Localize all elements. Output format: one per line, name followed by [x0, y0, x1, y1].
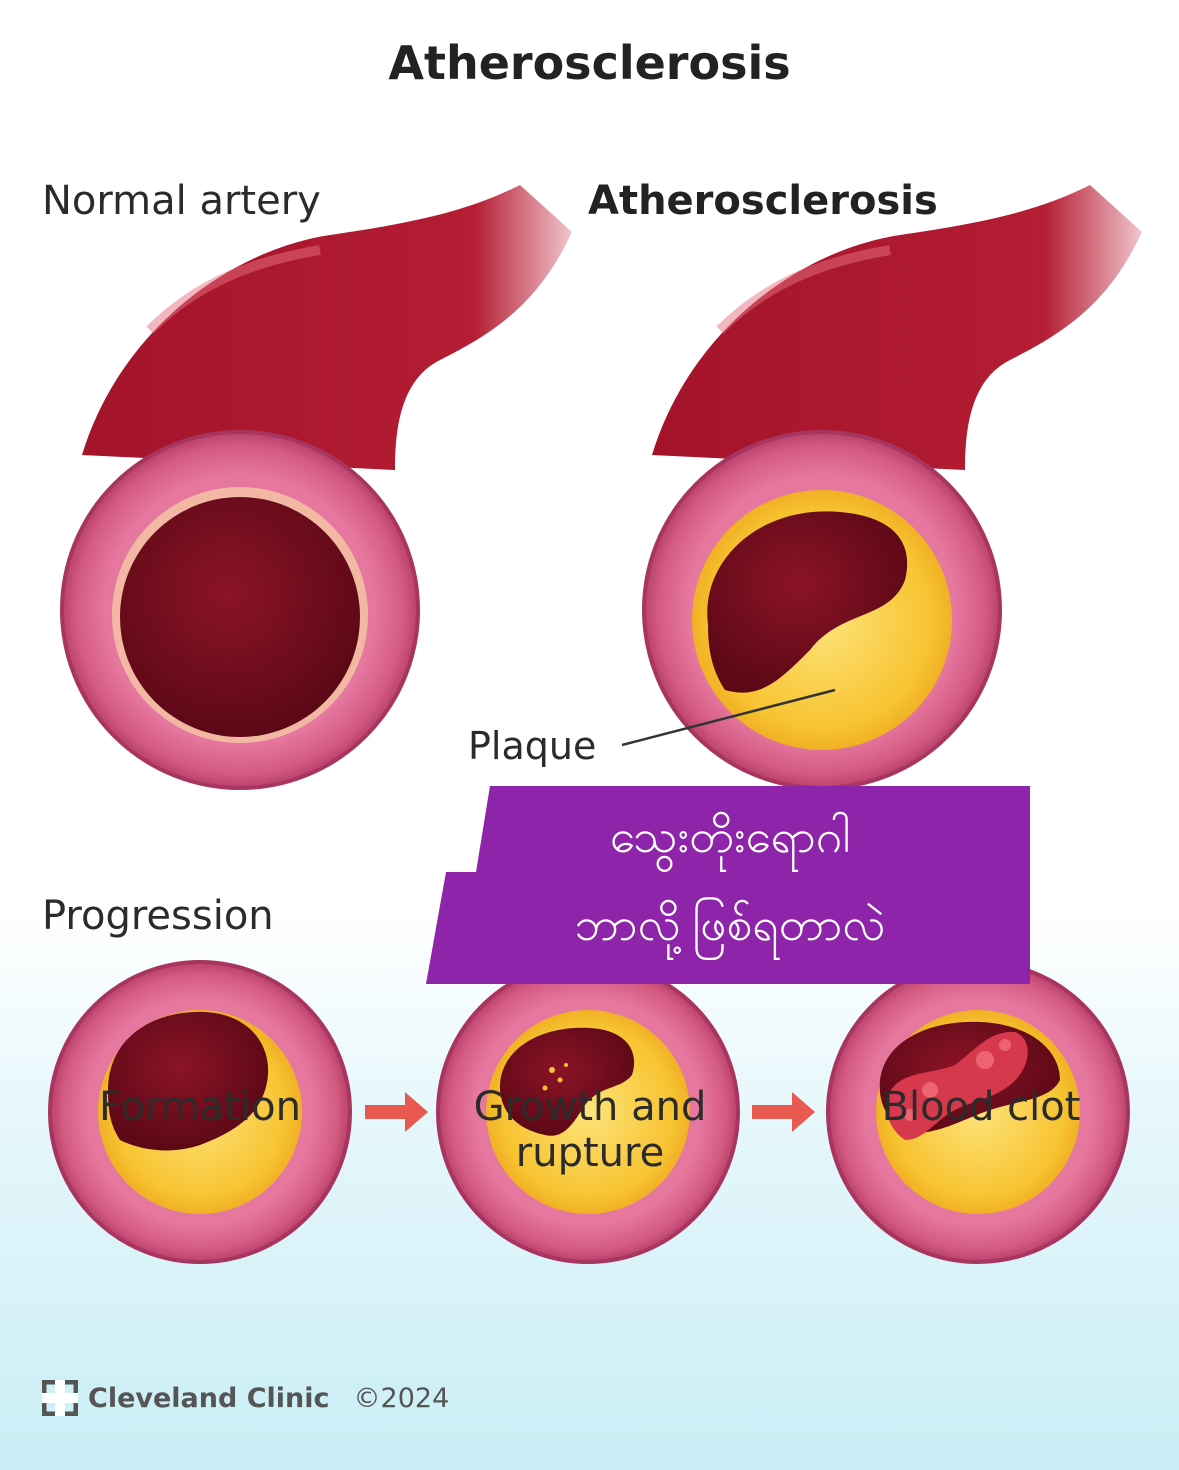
- normal-artery-label: Normal artery: [42, 178, 321, 224]
- progression-arrow-2-icon: [752, 1092, 815, 1132]
- progression-clot-illustration: [826, 960, 1130, 1264]
- footer: Cleveland Clinic ©2024: [42, 1380, 449, 1416]
- progression-formation-illustration: [48, 960, 352, 1264]
- banner-line-2: ဘာလို့ဖြစ်ရတာလဲ: [574, 897, 886, 951]
- atherosclerosis-label: Atherosclerosis: [588, 178, 938, 224]
- banner-line-1: သွေးတိုးရောဂါ: [609, 809, 851, 863]
- stage-label-formation: Formation: [99, 1084, 301, 1130]
- plaque-label: Plaque: [468, 724, 597, 768]
- normal-artery-illustration: [60, 185, 572, 790]
- copyright: ©2024: [353, 1382, 450, 1414]
- cleveland-clinic-logo-icon: [42, 1380, 78, 1416]
- brand-name: Cleveland Clinic: [88, 1382, 330, 1414]
- atherosclerosis-artery-illustration: [621, 185, 1142, 790]
- stage-label-clot: Blood clot: [881, 1084, 1081, 1130]
- page-title: Atherosclerosis: [388, 36, 791, 90]
- progression-label: Progression: [42, 893, 274, 939]
- progression-arrow-1-icon: [365, 1092, 428, 1132]
- progression-growth-illustration: [436, 960, 740, 1264]
